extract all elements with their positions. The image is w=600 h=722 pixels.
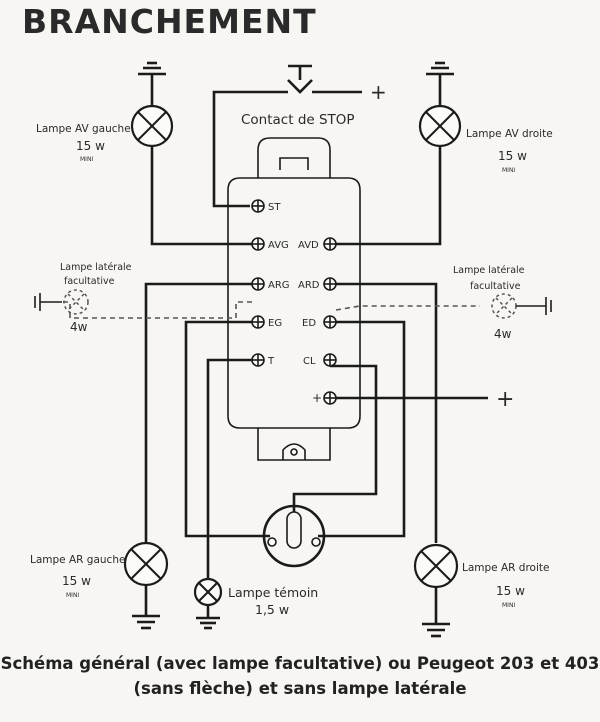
lamp-ar-gauche-power: 15 w [62, 574, 91, 588]
terminal-st [251, 199, 265, 213]
wire-ard [336, 282, 438, 543]
switch-unit [262, 504, 326, 568]
lamp-lat-droite [491, 293, 552, 319]
wire-cl [292, 364, 378, 512]
caption-line-2: (sans flèche) et sans lampe latérale [133, 679, 467, 698]
lamp-temoin-name: Lampe témoin [228, 585, 318, 600]
lamp-ar-gauche-type: MINI [66, 592, 79, 599]
lamp-av-droite-type: MINI [502, 167, 515, 174]
lamp-ar-droite-type: MINI [502, 602, 515, 609]
terminal-avd-label: AVD [298, 240, 319, 251]
supply-plus-label: + [496, 387, 514, 412]
terminal-ed-label: ED [302, 318, 316, 329]
lamp-lat-gauche-name: Lampe latérale [60, 262, 132, 273]
lamp-ar-droite-power: 15 w [496, 584, 525, 598]
wire-avd [336, 145, 442, 246]
lamp-ar-gauche [123, 541, 169, 630]
terminal-plus-label: + [312, 391, 322, 405]
wire-ed [318, 320, 406, 538]
terminal-arg-label: ARG [268, 280, 290, 291]
page-title: BRANCHEMENT [22, 2, 317, 41]
lamp-av-gauche-name: Lampe AV gauche [36, 123, 131, 135]
terminal-eg-label: EG [268, 318, 282, 329]
lamp-av-gauche-power: 15 w [76, 139, 105, 153]
lamp-av-gauche [130, 61, 174, 148]
lamp-ar-droite-name: Lampe AR droite [462, 562, 549, 574]
lamp-ar-gauche-name: Lampe AR gauche [30, 554, 125, 566]
lamp-ar-droite [413, 543, 459, 638]
lamp-av-droite-power: 15 w [498, 149, 527, 163]
wire-avg [150, 145, 252, 246]
terminal-avg-label: AVG [268, 240, 289, 251]
stop-contact-label: Contact de STOP [241, 112, 355, 128]
terminal-ard [323, 277, 337, 291]
lamp-temoin [193, 577, 223, 630]
wire-arg [144, 282, 252, 543]
terminal-avg [251, 237, 265, 251]
wire-lat-left [60, 301, 252, 319]
terminal-ed [323, 315, 337, 329]
lamp-lat-gauche-name2: facultative [64, 276, 115, 287]
lamp-lat-gauche [34, 289, 89, 315]
terminal-cl-label: CL [303, 356, 316, 367]
terminal-eg [251, 315, 265, 329]
caption-line-1: Schéma général (avec lampe facultative) … [0, 654, 600, 673]
stop-plus-label: + [370, 80, 387, 104]
terminal-plus [323, 391, 337, 405]
lamp-lat-droite-power: 4w [494, 327, 512, 341]
lamp-av-droite-name: Lampe AV droite [466, 128, 553, 140]
terminal-t-label: T [267, 356, 275, 367]
terminal-t [251, 353, 265, 367]
lamp-lat-droite-name2: facultative [470, 281, 521, 292]
lamp-av-droite [418, 61, 462, 148]
wire-eg [184, 320, 270, 538]
terminal-avd [323, 237, 337, 251]
flasher-unit [227, 137, 361, 461]
wire-lat-right [335, 305, 480, 311]
terminal-cl [323, 353, 337, 367]
lamp-av-gauche-type: MINI [80, 156, 93, 163]
stop-contact [212, 64, 362, 208]
lamp-temoin-power: 1,5 w [255, 602, 289, 617]
lamp-lat-gauche-power: 4w [70, 320, 88, 334]
terminal-st-label: ST [268, 202, 281, 213]
lamp-lat-droite-name: Lampe latérale [453, 265, 525, 276]
terminal-arg [251, 277, 265, 291]
wire-t [206, 358, 252, 578]
terminal-ard-label: ARD [298, 280, 320, 291]
